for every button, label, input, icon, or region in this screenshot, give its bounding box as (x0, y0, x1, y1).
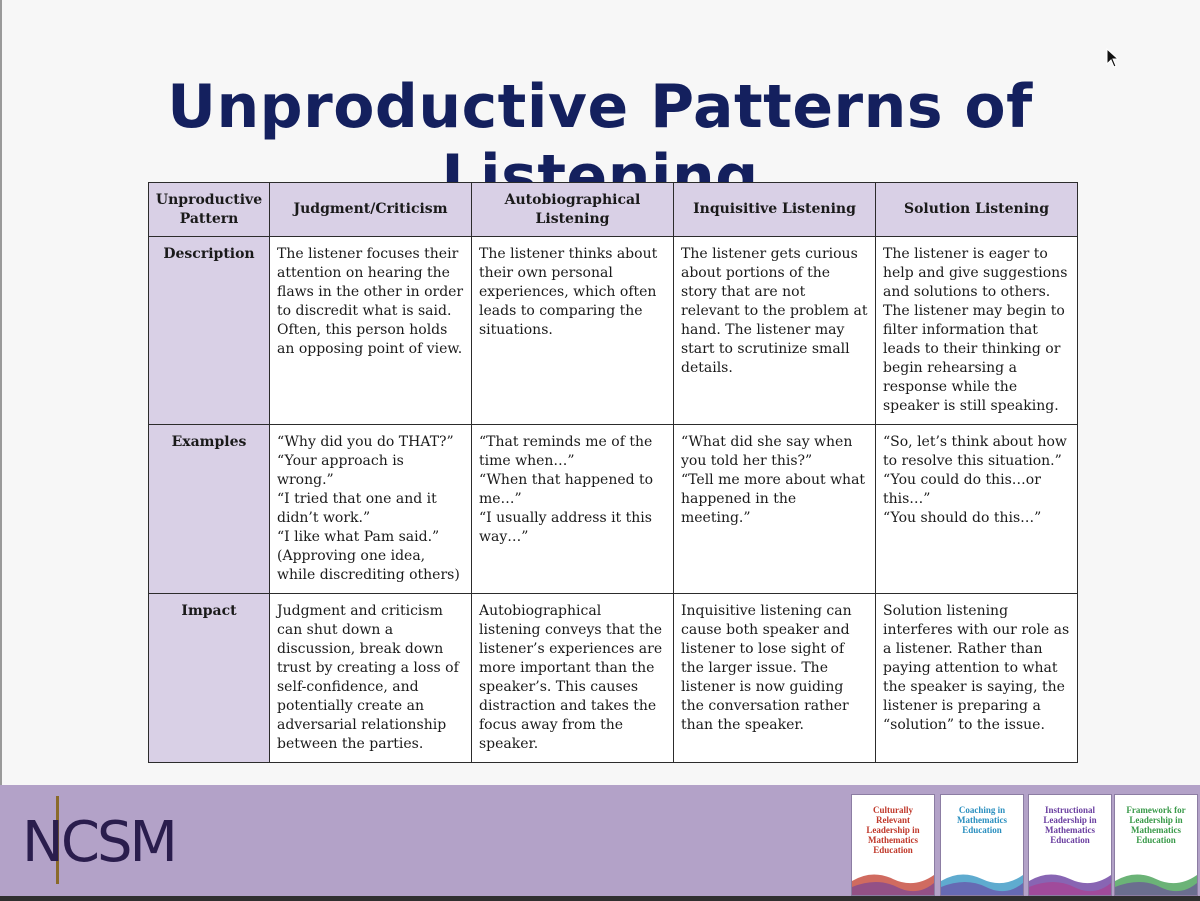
slide-border (0, 0, 2, 785)
table-cell: The listener is eager to help and give s… (875, 236, 1078, 425)
table-cell: The listener focuses their attention on … (269, 236, 472, 425)
column-header: Unproductive Pattern (148, 182, 270, 237)
row-header: Examples (148, 424, 270, 594)
column-header: Solution Listening (875, 182, 1078, 237)
table-cell: “That reminds me of the time when…” “Whe… (471, 424, 674, 594)
table-row-examples: Examples “Why did you do THAT?” “Your ap… (148, 424, 1078, 594)
logo-accent-bar (56, 796, 59, 884)
book-cover: Framework for Leadership in Mathematics … (1114, 794, 1198, 896)
table-cell: The listener gets curious about portions… (673, 236, 876, 425)
table-row-description: Description The listener focuses their a… (148, 236, 1078, 425)
bottom-strip (0, 896, 1200, 901)
mouse-cursor-icon (1106, 48, 1120, 68)
book-wave-icon (1115, 874, 1197, 895)
table-cell: The listener thinks about their own pers… (471, 236, 674, 425)
listening-patterns-table: Unproductive Pattern Judgment/Criticism … (148, 182, 1078, 763)
book-wave-icon (1029, 874, 1111, 895)
book-cover: Instructional Leadership in Mathematics … (1028, 794, 1112, 896)
book-title: Coaching in Mathematics Education (957, 805, 1007, 835)
example-line: “I tried that one and it didn’t work.” (277, 491, 437, 526)
table-cell: Autobiographical listening conveys that … (471, 593, 674, 763)
ncsm-logo: NCSM (22, 810, 178, 875)
example-line: “That reminds me of the time when…” (479, 434, 653, 469)
table-cell: Judgment and criticism can shut down a d… (269, 593, 472, 763)
book-cover: Coaching in Mathematics Education (940, 794, 1024, 896)
example-line: “So, let’s think about how to resolve th… (883, 434, 1067, 469)
book-cover: Culturally Relevant Leadership in Mathem… (851, 794, 935, 896)
column-header: Judgment/Criticism (269, 182, 472, 237)
example-line: “I like what Pam said.” (Approving one i… (277, 529, 460, 583)
table-header-row: Unproductive Pattern Judgment/Criticism … (148, 182, 1078, 237)
table-cell: “So, let’s think about how to resolve th… (875, 424, 1078, 594)
column-header: Inquisitive Listening (673, 182, 876, 237)
example-line: “When that happened to me…” (479, 472, 654, 507)
table-cell: Inquisitive listening can cause both spe… (673, 593, 876, 763)
example-line: “What did she say when you told her this… (681, 434, 853, 469)
row-header: Description (148, 236, 270, 425)
example-line: “Tell me more about what happened in the… (681, 472, 866, 526)
example-line: “Why did you do THAT?” (277, 434, 454, 450)
book-title: Framework for Leadership in Mathematics … (1126, 805, 1186, 845)
table-cell: “What did she say when you told her this… (673, 424, 876, 594)
example-line: “Your approach is wrong.” (277, 453, 404, 488)
book-wave-icon (941, 874, 1023, 895)
column-header: Autobiographical Listening (471, 182, 674, 237)
example-line: “You could do this…or this…” (883, 472, 1041, 507)
table-row-impact: Impact Judgment and criticism can shut d… (148, 593, 1078, 763)
table-cell: Solution listening interferes with our r… (875, 593, 1078, 763)
example-line: “I usually address it this way…” (479, 510, 652, 545)
table-cell: “Why did you do THAT?” “Your approach is… (269, 424, 472, 594)
book-wave-icon (852, 874, 934, 895)
book-title: Instructional Leadership in Mathematics … (1043, 805, 1097, 845)
row-header: Impact (148, 593, 270, 763)
book-title: Culturally Relevant Leadership in Mathem… (866, 805, 920, 855)
example-line: “You should do this…” (883, 510, 1042, 526)
